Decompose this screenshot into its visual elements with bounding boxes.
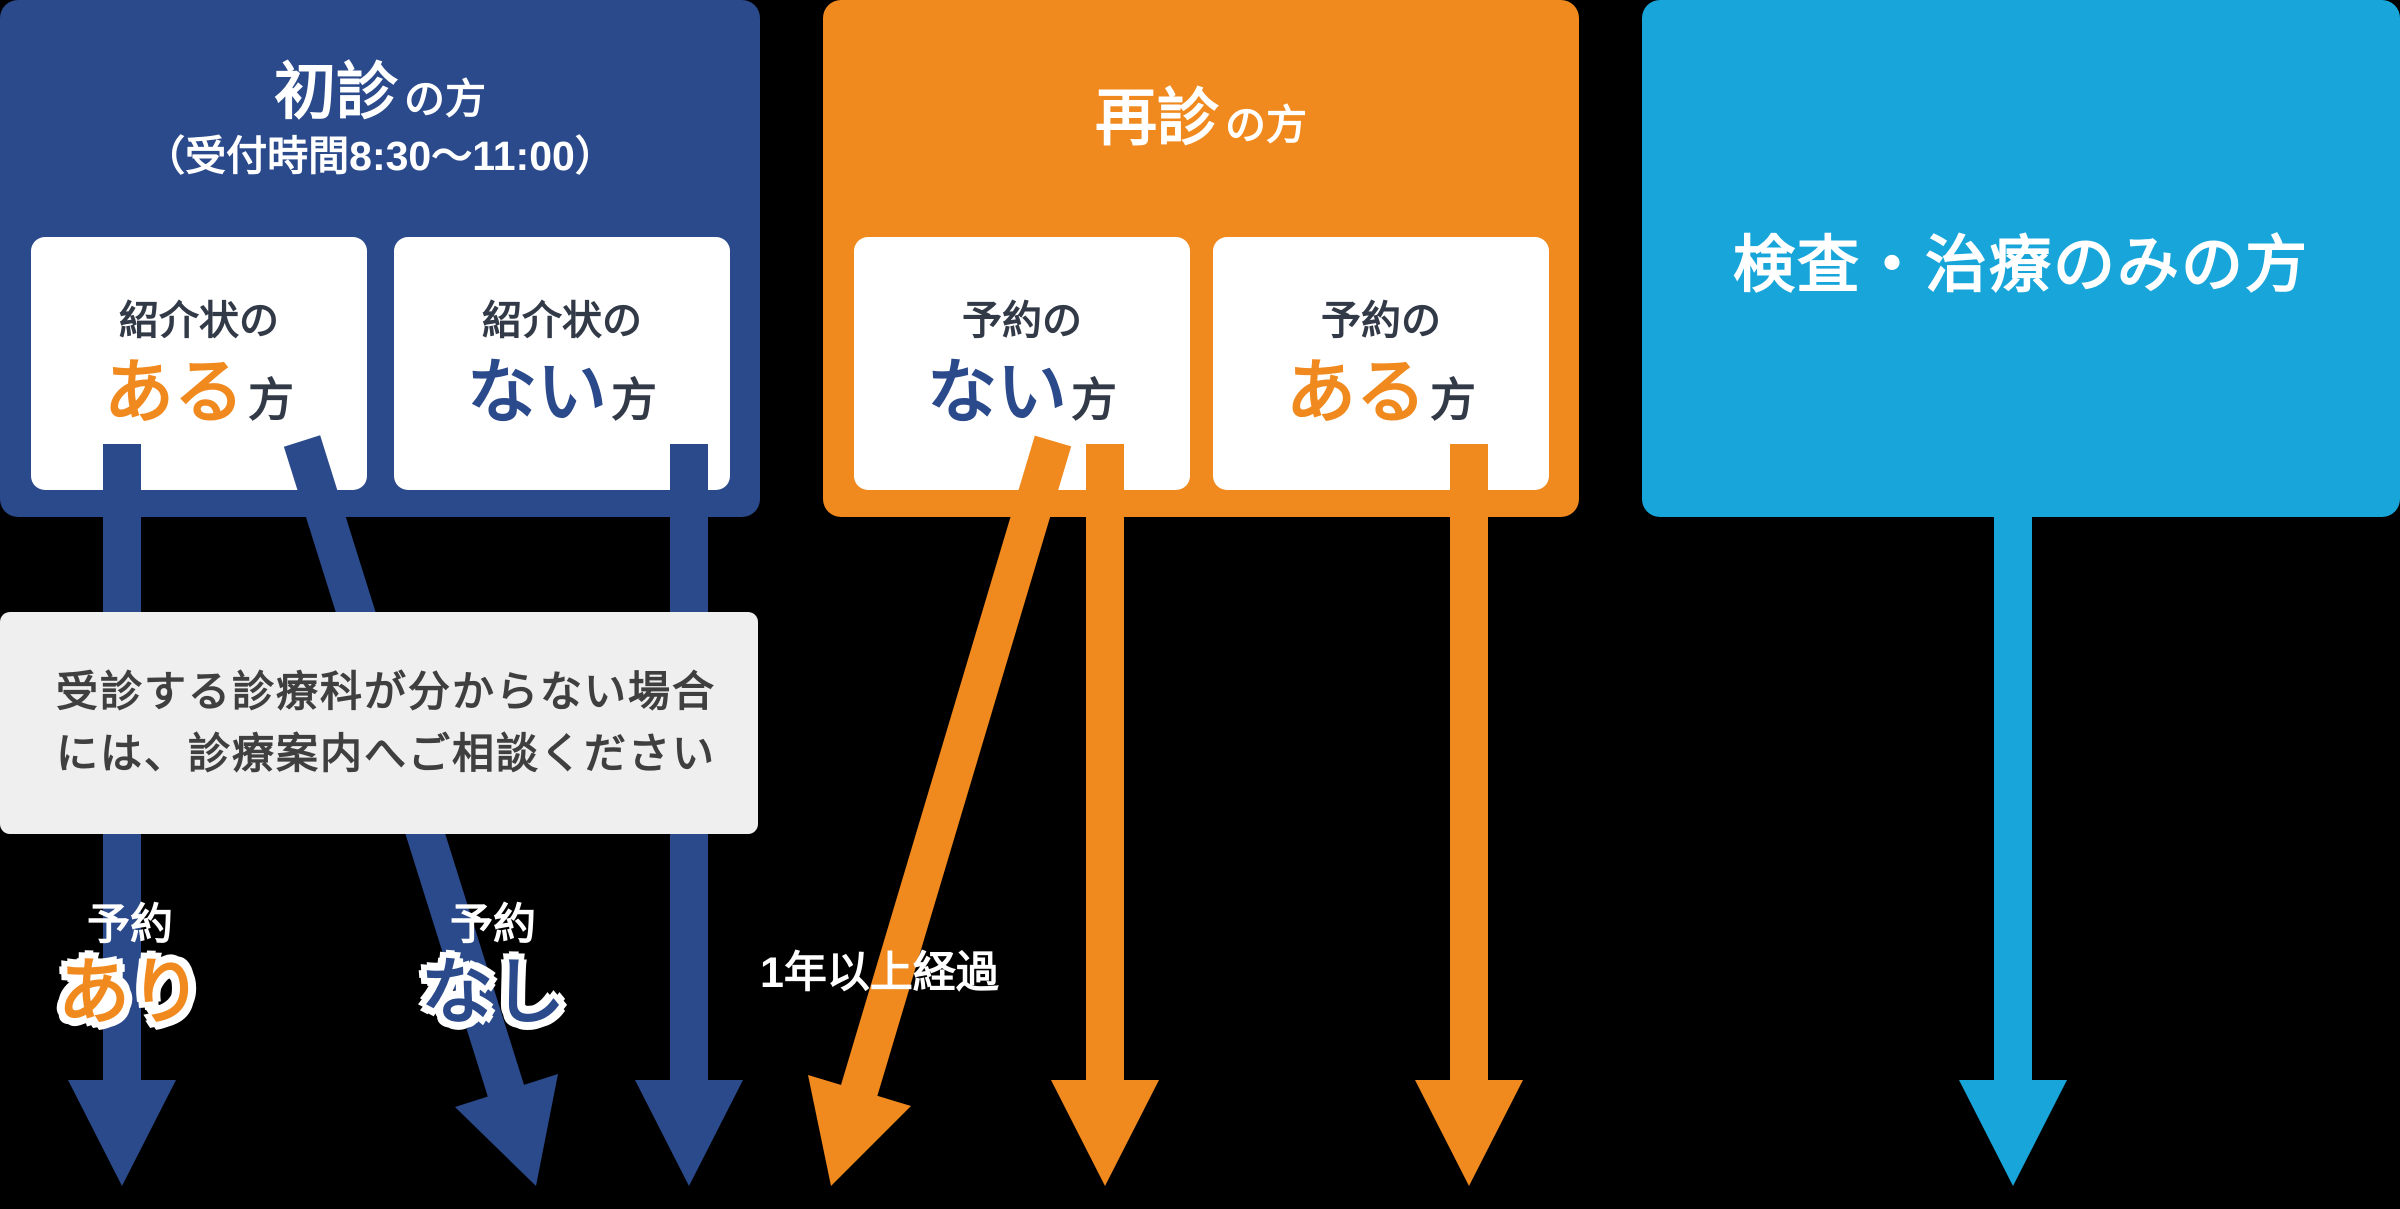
- label-reserved-top: 予約: [87, 901, 173, 949]
- card-appointment-yes-bigline: ある方: [1286, 357, 1476, 427]
- card-referral-no-suffix: 方: [611, 373, 657, 426]
- card-appointment-yes-line1: 予約の: [1321, 298, 1441, 343]
- card-referral-no-line1: 紹介状の: [482, 298, 642, 343]
- card-referral-yes-bigline: ある方: [104, 357, 294, 427]
- card-appointment-no-suffix: 方: [1071, 373, 1117, 426]
- label-reserved: 予約 あり: [35, 901, 225, 1033]
- label-not-reserved-bottom: なし: [420, 953, 565, 1033]
- first-visit-reception-hours: （受付時間8:30～11:00）: [144, 133, 616, 179]
- revisit-title-main: 再診: [1094, 84, 1219, 153]
- exam-only-box: 検査・治療のみの方: [1642, 0, 2400, 517]
- card-referral-no-big: ない: [467, 352, 607, 431]
- label-over-one-year: 1年以上経過: [760, 949, 999, 997]
- arrow-appointment-yes-down: [1415, 444, 1523, 1186]
- card-appointment-no: 予約の ない方: [854, 237, 1190, 490]
- first-visit-title-suffix: の方: [404, 76, 486, 122]
- card-appointment-no-line1: 予約の: [962, 298, 1082, 343]
- card-referral-yes-suffix: 方: [248, 373, 294, 426]
- arrow-over-year-diagonal: [808, 435, 1072, 1186]
- consultation-notice-line1: 受診する診療科が分からない場合: [56, 668, 717, 715]
- arrow-exam-only-down: [1959, 517, 2067, 1186]
- card-appointment-yes: 予約の ある方: [1213, 237, 1549, 490]
- label-not-reserved-top: 予約: [450, 901, 536, 949]
- card-appointment-yes-big: ある: [1286, 352, 1426, 431]
- card-appointment-no-big: ない: [927, 352, 1067, 431]
- label-reserved-bottom: あり: [57, 953, 202, 1033]
- card-appointment-yes-suffix: 方: [1430, 373, 1476, 426]
- consultation-notice-line2: には、診療案内へご相談ください: [56, 730, 717, 777]
- card-referral-yes-big: ある: [104, 352, 244, 431]
- revisit-title-suffix: の方: [1225, 102, 1307, 148]
- card-referral-no-bigline: ない方: [467, 357, 657, 427]
- exam-only-title: 検査・治療のみの方: [1732, 230, 2309, 300]
- arrow-appointment-no-down: [1051, 444, 1159, 1186]
- first-visit-title: 初診の方: [0, 62, 760, 124]
- card-appointment-no-bigline: ない方: [927, 357, 1117, 427]
- label-not-reserved: 予約 なし: [398, 901, 588, 1033]
- consultation-notice: 受診する診療科が分からない場合 には、診療案内へご相談ください: [0, 612, 758, 834]
- first-visit-title-main: 初診: [273, 58, 398, 127]
- card-referral-yes: 紹介状の ある方: [31, 237, 367, 490]
- card-referral-yes-line1: 紹介状の: [119, 298, 279, 343]
- revisit-title: 再診の方: [823, 88, 1579, 150]
